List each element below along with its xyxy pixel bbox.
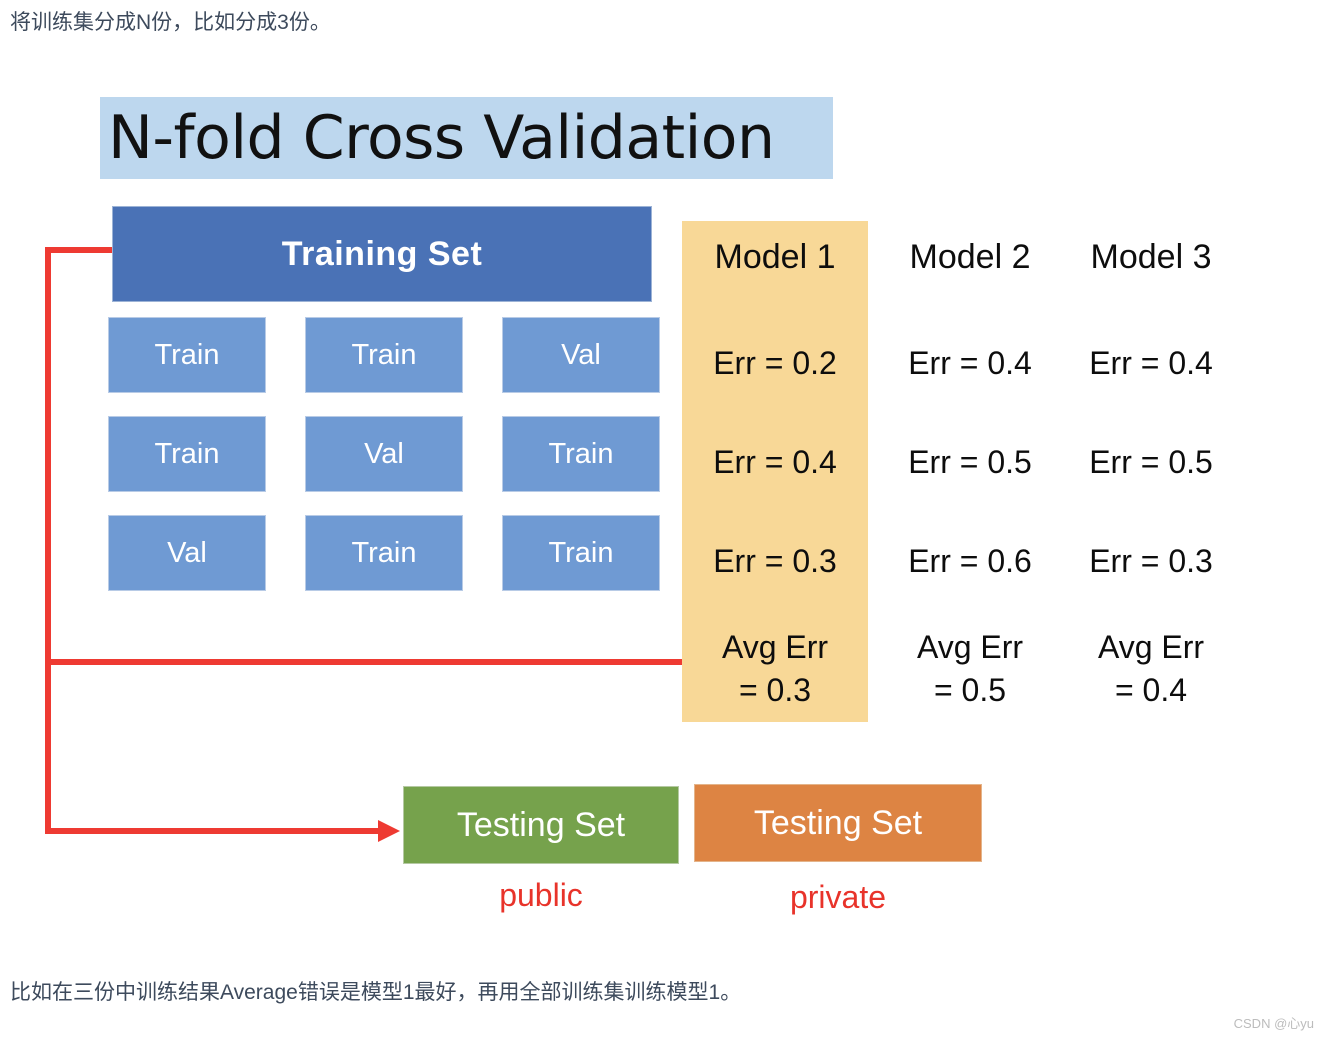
arrow-head-icon [378, 820, 400, 842]
avg-err-value: = 0.5 [933, 672, 1007, 708]
model-error-value: Err = 0.3 [713, 543, 837, 579]
avg-err-label: Avg Err [1097, 629, 1205, 665]
top-caption: 将训练集分成N份，比如分成3份。 [10, 11, 331, 34]
fold-cell: Train [108, 317, 266, 393]
avg-err-value: = 0.3 [738, 672, 812, 708]
model-error-value: Err = 0.3 [1089, 543, 1213, 579]
cross-validation-diagram: N-fold Cross Validation Training Set Tra… [0, 60, 1322, 960]
watermark: CSDN @心yu [1233, 1016, 1314, 1031]
model-error-value: Err = 0.4 [713, 444, 837, 480]
fold-cell: Train [108, 416, 266, 492]
fold-cell: Train [305, 317, 463, 393]
fold-row: Val Train Train [108, 515, 660, 591]
model-average-error: Avg Err = 0.5 [877, 626, 1063, 712]
fold-cell: Val [502, 317, 660, 393]
model-error-value: Err = 0.2 [713, 345, 837, 381]
model-error-value: Err = 0.5 [908, 444, 1032, 480]
model-name: Model 1 [714, 238, 836, 276]
model-1-highlight [682, 221, 868, 722]
model-error-value: Err = 0.5 [1089, 444, 1213, 480]
bottom-caption: 比如在三份中训练结果Average错误是模型1最好，再用全部训练集训练模型1。 [10, 981, 742, 1004]
fold-cell: Train [502, 515, 660, 591]
testing-set-private-box: Testing Set [694, 784, 982, 862]
page-title: N-fold Cross Validation [100, 97, 833, 179]
avg-err-value: = 0.4 [1114, 672, 1188, 708]
avg-err-label: Avg Err [721, 629, 829, 665]
model-error-value: Err = 0.4 [908, 345, 1032, 381]
model-average-error: Avg Err = 0.3 [682, 626, 868, 712]
fold-row: Train Val Train [108, 416, 660, 492]
training-set-box: Training Set [112, 206, 652, 302]
model-error-value: Err = 0.4 [1089, 345, 1213, 381]
fold-cell: Train [305, 515, 463, 591]
testing-set-private-caption: private [789, 879, 887, 915]
fold-cell: Val [305, 416, 463, 492]
model-name: Model 3 [1090, 238, 1212, 276]
avg-err-label: Avg Err [916, 629, 1024, 665]
fold-grid: Train Train Val Train Val Train Val Trai… [108, 317, 660, 594]
testing-set-public-caption: public [499, 877, 583, 913]
testing-set-public-box: Testing Set [403, 786, 679, 864]
model-name: Model 2 [909, 238, 1031, 276]
fold-cell: Val [108, 515, 266, 591]
fold-cell: Train [502, 416, 660, 492]
model-error-value: Err = 0.6 [908, 543, 1032, 579]
model-average-error: Avg Err = 0.4 [1058, 626, 1244, 712]
fold-row: Train Train Val [108, 317, 660, 393]
